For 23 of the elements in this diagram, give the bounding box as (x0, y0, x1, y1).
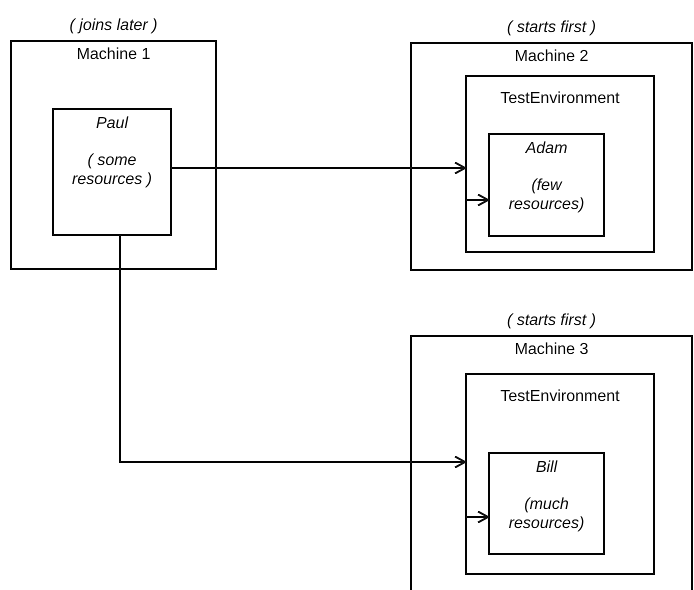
box-title: Adam (524, 139, 568, 158)
box-title: Machine 1 (76, 45, 152, 64)
arrow (119, 236, 466, 468)
arrow (465, 510, 489, 524)
box-title: TestEnvironment (499, 387, 621, 406)
box-description: (much resources) (508, 495, 586, 534)
note-text: ( joins later ) (68, 17, 159, 35)
box-description: (few resources) (508, 176, 586, 215)
process-box (488, 133, 605, 237)
note-text: ( starts first ) (506, 19, 597, 37)
box-title: Machine 3 (514, 340, 590, 360)
box-description: ( some resources ) (70, 151, 154, 190)
box-title: Bill (534, 458, 558, 478)
box-title: TestEnvironment (499, 89, 621, 108)
box-title: Machine 2 (514, 47, 590, 66)
environment-box (465, 373, 655, 575)
arrow (172, 162, 466, 174)
environment-box (465, 75, 655, 253)
process-box (52, 108, 172, 236)
note-text: ( starts first ) (506, 312, 597, 330)
box-title: Paul (94, 114, 130, 134)
process-box (488, 452, 605, 555)
arrow (465, 194, 489, 206)
